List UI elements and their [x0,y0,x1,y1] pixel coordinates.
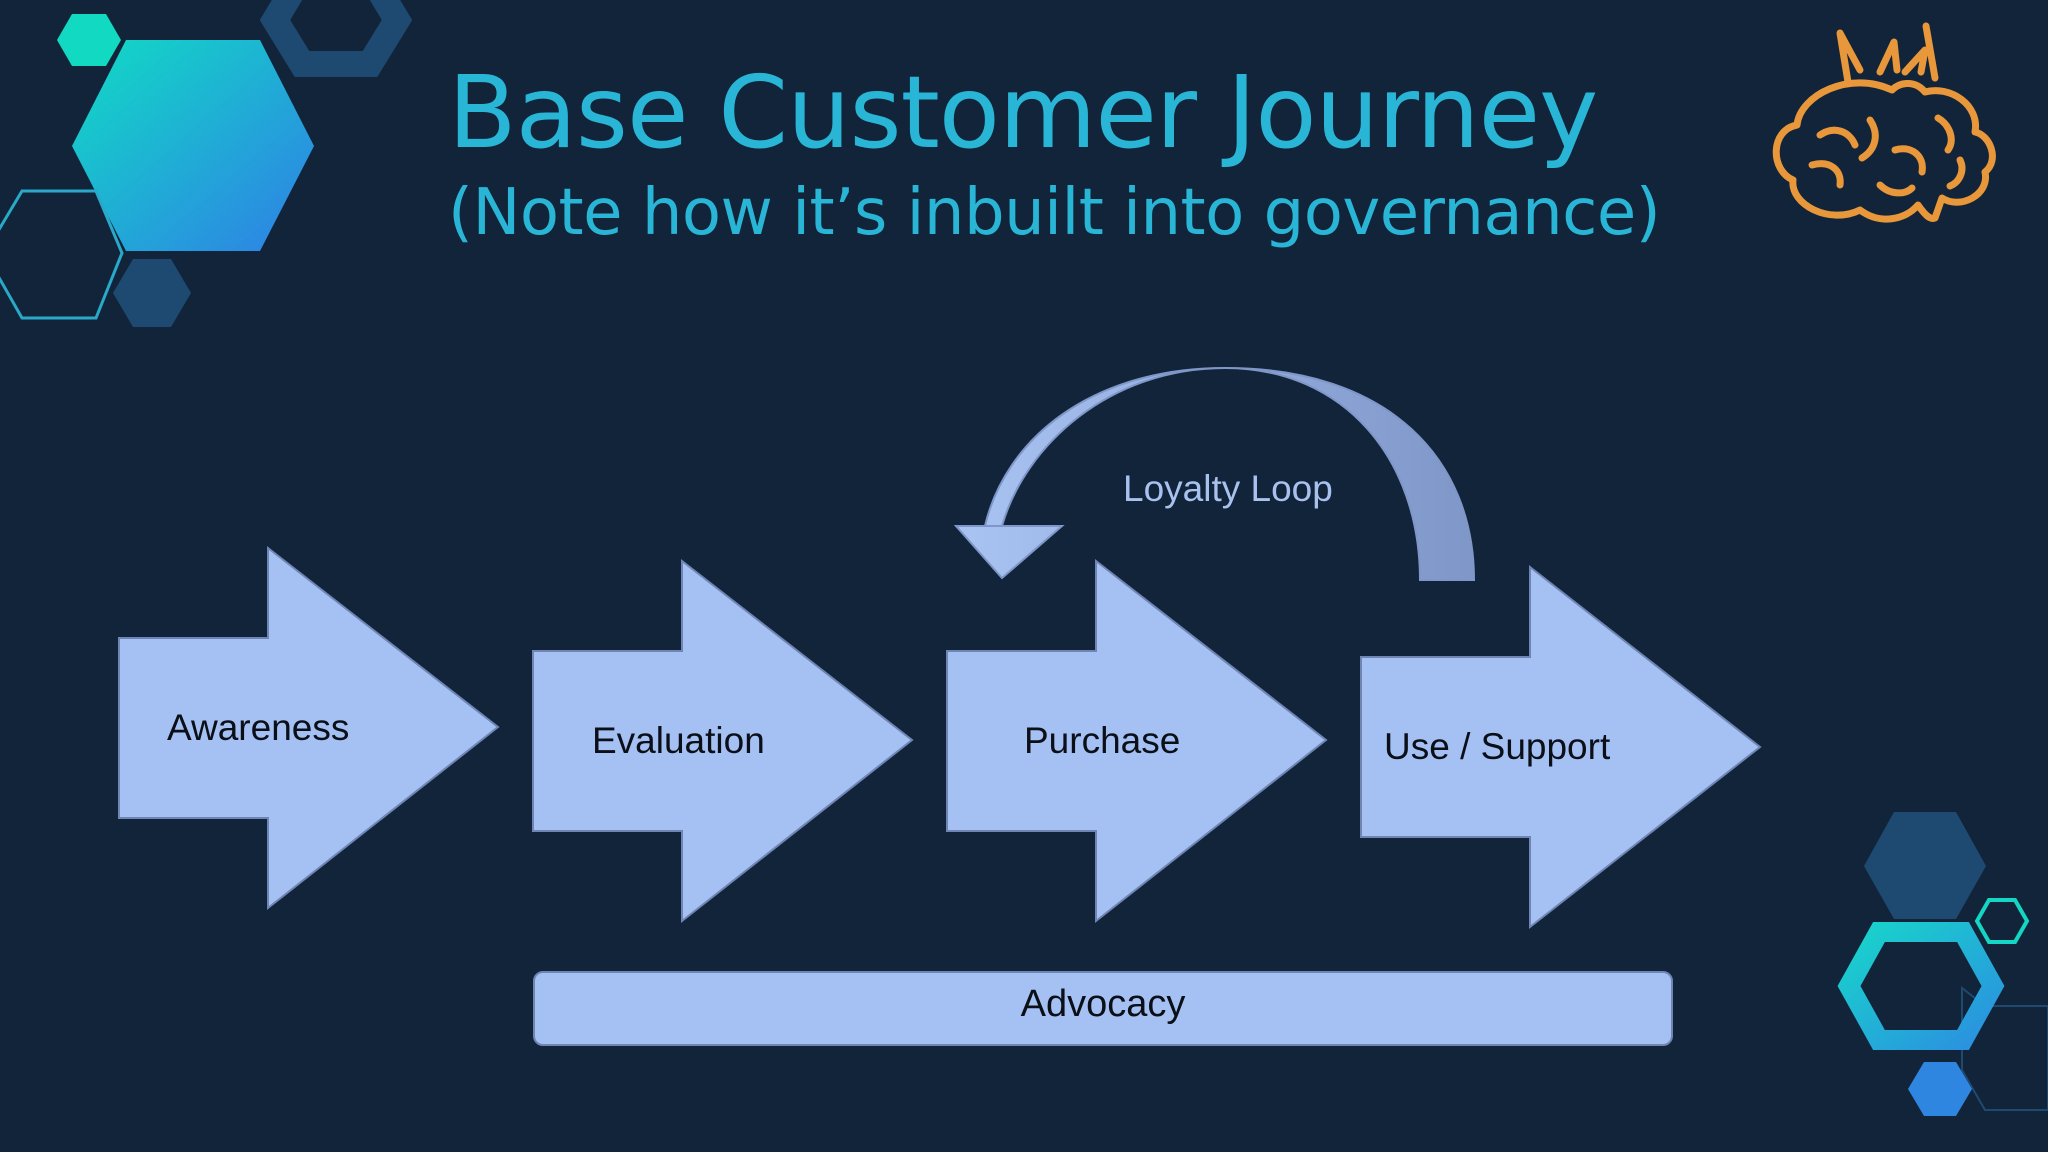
stage-label-awareness: Awareness [167,707,350,748]
stage-label-purchase: Purchase [1024,720,1181,761]
hexagon-decoration [72,40,314,251]
stage-arrow-purchase [946,558,1328,924]
stage-arrow-evaluation [532,558,914,924]
slide-subtitle: (Note how it’s inbuilt into governance) [448,176,1661,250]
hexagon-decoration [259,0,413,77]
loyalty-loop-arrow [953,366,1476,581]
stage-arrow-use-support [1360,564,1762,930]
advocacy-label: Advocacy [1020,983,1186,1025]
hexagon-decoration [1974,898,2030,944]
hexagon-decoration [113,259,191,327]
slide-title: Base Customer Journey [448,54,1598,171]
loyalty-loop-label: Loyalty Loop [1123,468,1333,509]
stage-arrows [118,545,1762,930]
hexagon-decoration-bottom-right [1837,812,2048,1116]
brain-logo-icon [1772,22,1996,223]
hexagon-decoration [1837,922,2005,1050]
hexagon-decoration [0,189,124,320]
stage-label-evaluation: Evaluation [592,720,765,761]
stage-arrow-awareness [118,545,500,911]
advocacy-bar [533,971,1673,1046]
stage-label-use-support: Use / Support [1384,726,1611,767]
hexagon-decoration [1864,812,1986,919]
hexagon-decoration-top-left [0,0,413,327]
hexagon-decoration [57,14,121,66]
hexagon-decoration [1908,1062,1972,1116]
